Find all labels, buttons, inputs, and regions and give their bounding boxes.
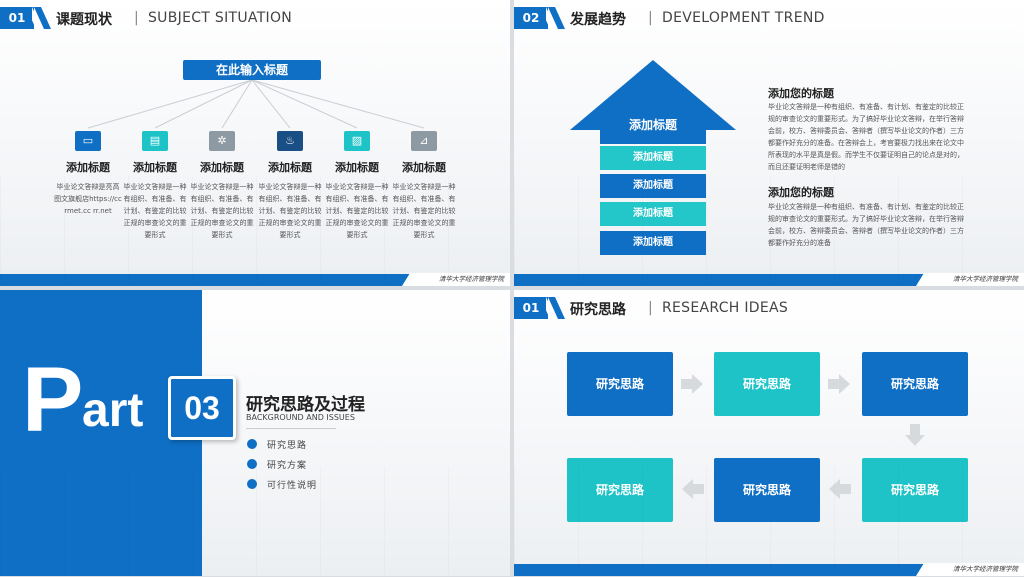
column-body: 毕业论文答辩是一种有组织、有准备、有计划、有鉴定的比较正规的审查论文的重要形式 — [392, 183, 456, 239]
arrow-left-icon — [682, 479, 704, 499]
connector-lines — [87, 79, 425, 129]
flow-box[interactable]: 研究思路 — [714, 352, 820, 416]
slide-header: 02 发展趋势 | DEVELOPMENT TREND — [514, 7, 1024, 29]
column-title: 添加标题 — [133, 161, 177, 174]
block-body: 毕业论文答辩是一种有组织、有准备、有计划、有鉴定的比较正规的审查论文的重要形式。… — [768, 103, 964, 171]
info-column: ♨ 添加标题 毕业论文答辩是一种有组织、有准备、有计划、有鉴定的比较正规的审查论… — [259, 131, 322, 241]
column-title: 添加标题 — [200, 161, 244, 174]
bullet-label: 研究思路 — [267, 441, 308, 451]
info-column: ▤ 添加标题 毕业论文答辩是一种有组织、有准备、有计划、有鉴定的比较正规的审查论… — [124, 131, 187, 241]
slide-title-cn: 课题现状 — [56, 12, 112, 28]
info-column: ⊿ 添加标题 毕业论文答辩是一种有组织、有准备、有计划、有鉴定的比较正规的审查论… — [393, 131, 456, 241]
slide-title-en: SUBJECT SITUATION — [148, 10, 293, 26]
info-column: ▨ 添加标题 毕业论文答辩是一种有组织、有准备、有计划、有鉴定的比较正规的审查论… — [326, 131, 389, 241]
slide-subject-situation[interactable]: 01 课题现状 | SUBJECT SITUATION 在此输入标题 ▭ 添加标… — [0, 0, 510, 286]
trend-bar[interactable]: 添加标题 — [600, 146, 706, 170]
trend-bar[interactable]: 添加标题 — [600, 174, 706, 198]
section-number: 01 — [514, 297, 548, 319]
slide-title-cn: 发展趋势 — [570, 12, 626, 28]
gear-icon: ✲ — [209, 131, 235, 151]
slide-development-trend[interactable]: 02 发展趋势 | DEVELOPMENT TREND 添加标题 添加标题 添加… — [514, 0, 1024, 286]
section-number: 02 — [514, 7, 548, 29]
footer-text: 清华大学经济管理学院 — [402, 273, 510, 286]
slide-header: 01 课题现状 | SUBJECT SITUATION — [0, 7, 510, 29]
flow-box[interactable]: 研究思路 — [567, 458, 673, 522]
part-title: 研究思路及过程 — [246, 395, 365, 415]
info-column: ✲ 添加标题 毕业论文答辩是一种有组织、有准备、有计划、有鉴定的比较正规的审查论… — [191, 131, 254, 241]
column-body: 毕业论文答辩是一种有组织、有准备、有计划、有鉴定的比较正规的审查论文的重要形式 — [325, 183, 389, 239]
block-title: 添加您的标题 — [768, 186, 834, 199]
image-icon: ▨ — [344, 131, 370, 151]
flow-box[interactable]: 研究思路 — [862, 352, 968, 416]
column-body: 毕业论文答辩是一种有组织、有准备、有计划、有鉴定的比较正规的审查论文的重要形式 — [258, 183, 322, 239]
footer-text: 清华大学经济管理学院 — [916, 563, 1024, 576]
title-separator: | — [648, 300, 653, 316]
title-separator: | — [134, 10, 139, 26]
arrow-head-shape — [570, 60, 736, 144]
column-title: 添加标题 — [268, 161, 312, 174]
flow-box[interactable]: 研究思路 — [714, 458, 820, 522]
bullet-label: 可行性说明 — [267, 481, 318, 491]
bullet-dot-icon — [247, 439, 257, 449]
center-title-box[interactable]: 在此输入标题 — [183, 60, 321, 80]
info-column: ▭ 添加标题 毕业论文答辩是亮高图文旗舰店https://ccrmet.cc r… — [54, 131, 122, 217]
monitor-icon: ▭ — [75, 131, 101, 151]
document-icon: ▤ — [142, 131, 168, 151]
header-stripe-icon — [546, 297, 568, 319]
flow-box[interactable]: 研究思路 — [862, 458, 968, 522]
header-stripe-icon — [32, 7, 54, 29]
trend-bar[interactable]: 添加标题 — [600, 202, 706, 226]
part-letter-p: P — [22, 349, 84, 451]
column-body: 毕业论文答辩是亮高图文旗舰店https://ccrmet.cc rr.net — [54, 183, 122, 215]
slide-research-ideas[interactable]: 01 研究思路 | RESEARCH IDEAS 研究思路 研究思路 研究思路 … — [514, 290, 1024, 576]
chart-icon: ⊿ — [411, 131, 437, 151]
slide-part-03[interactable]: P art 03 研究思路及过程 BACKGROUND AND ISSUES 研… — [0, 290, 510, 576]
trend-bar[interactable]: 添加标题 — [600, 231, 706, 255]
column-body: 毕业论文答辩是一种有组织、有准备、有计划、有鉴定的比较正规的审查论文的重要形式 — [123, 183, 187, 239]
column-body: 毕业论文答辩是一种有组织、有准备、有计划、有鉴定的比较正规的审查论文的重要形式 — [190, 183, 254, 239]
footer-bar — [0, 274, 510, 286]
arrow-down-icon — [905, 424, 925, 446]
bullet-dot-icon — [247, 459, 257, 469]
column-title: 添加标题 — [66, 161, 110, 174]
footer-text: 清华大学经济管理学院 — [916, 273, 1024, 286]
part-subtitle: BACKGROUND AND ISSUES — [246, 413, 355, 422]
arrow-head-label[interactable]: 添加标题 — [628, 118, 677, 132]
arrow-left-icon — [829, 479, 851, 499]
bullet-dot-icon — [247, 479, 257, 489]
block-title: 添加您的标题 — [768, 87, 834, 100]
section-number: 01 — [0, 7, 34, 29]
flow-box[interactable]: 研究思路 — [567, 352, 673, 416]
slide-header: 01 研究思路 | RESEARCH IDEAS — [514, 297, 1024, 319]
arrow-right-icon — [828, 374, 850, 394]
slide-title-en: RESEARCH IDEAS — [662, 300, 789, 316]
column-title: 添加标题 — [335, 161, 379, 174]
block-body: 毕业论文答辩是一种有组织、有准备、有计划、有鉴定的比较正规的审查论文的重要形式。… — [768, 203, 964, 247]
part-word-rest: art — [82, 384, 144, 437]
slide-title-en: DEVELOPMENT TREND — [662, 10, 825, 26]
footer-bar — [514, 564, 1024, 576]
bulb-icon: ♨ — [277, 131, 303, 151]
footer-bar — [514, 274, 1024, 286]
slide-title-cn: 研究思路 — [570, 302, 626, 318]
part-number-box: 03 — [168, 376, 236, 440]
divider — [246, 428, 336, 429]
header-stripe-icon — [546, 7, 568, 29]
bullet-label: 研究方案 — [267, 461, 308, 471]
title-separator: | — [648, 10, 653, 26]
column-title: 添加标题 — [402, 161, 446, 174]
arrow-right-icon — [681, 374, 703, 394]
